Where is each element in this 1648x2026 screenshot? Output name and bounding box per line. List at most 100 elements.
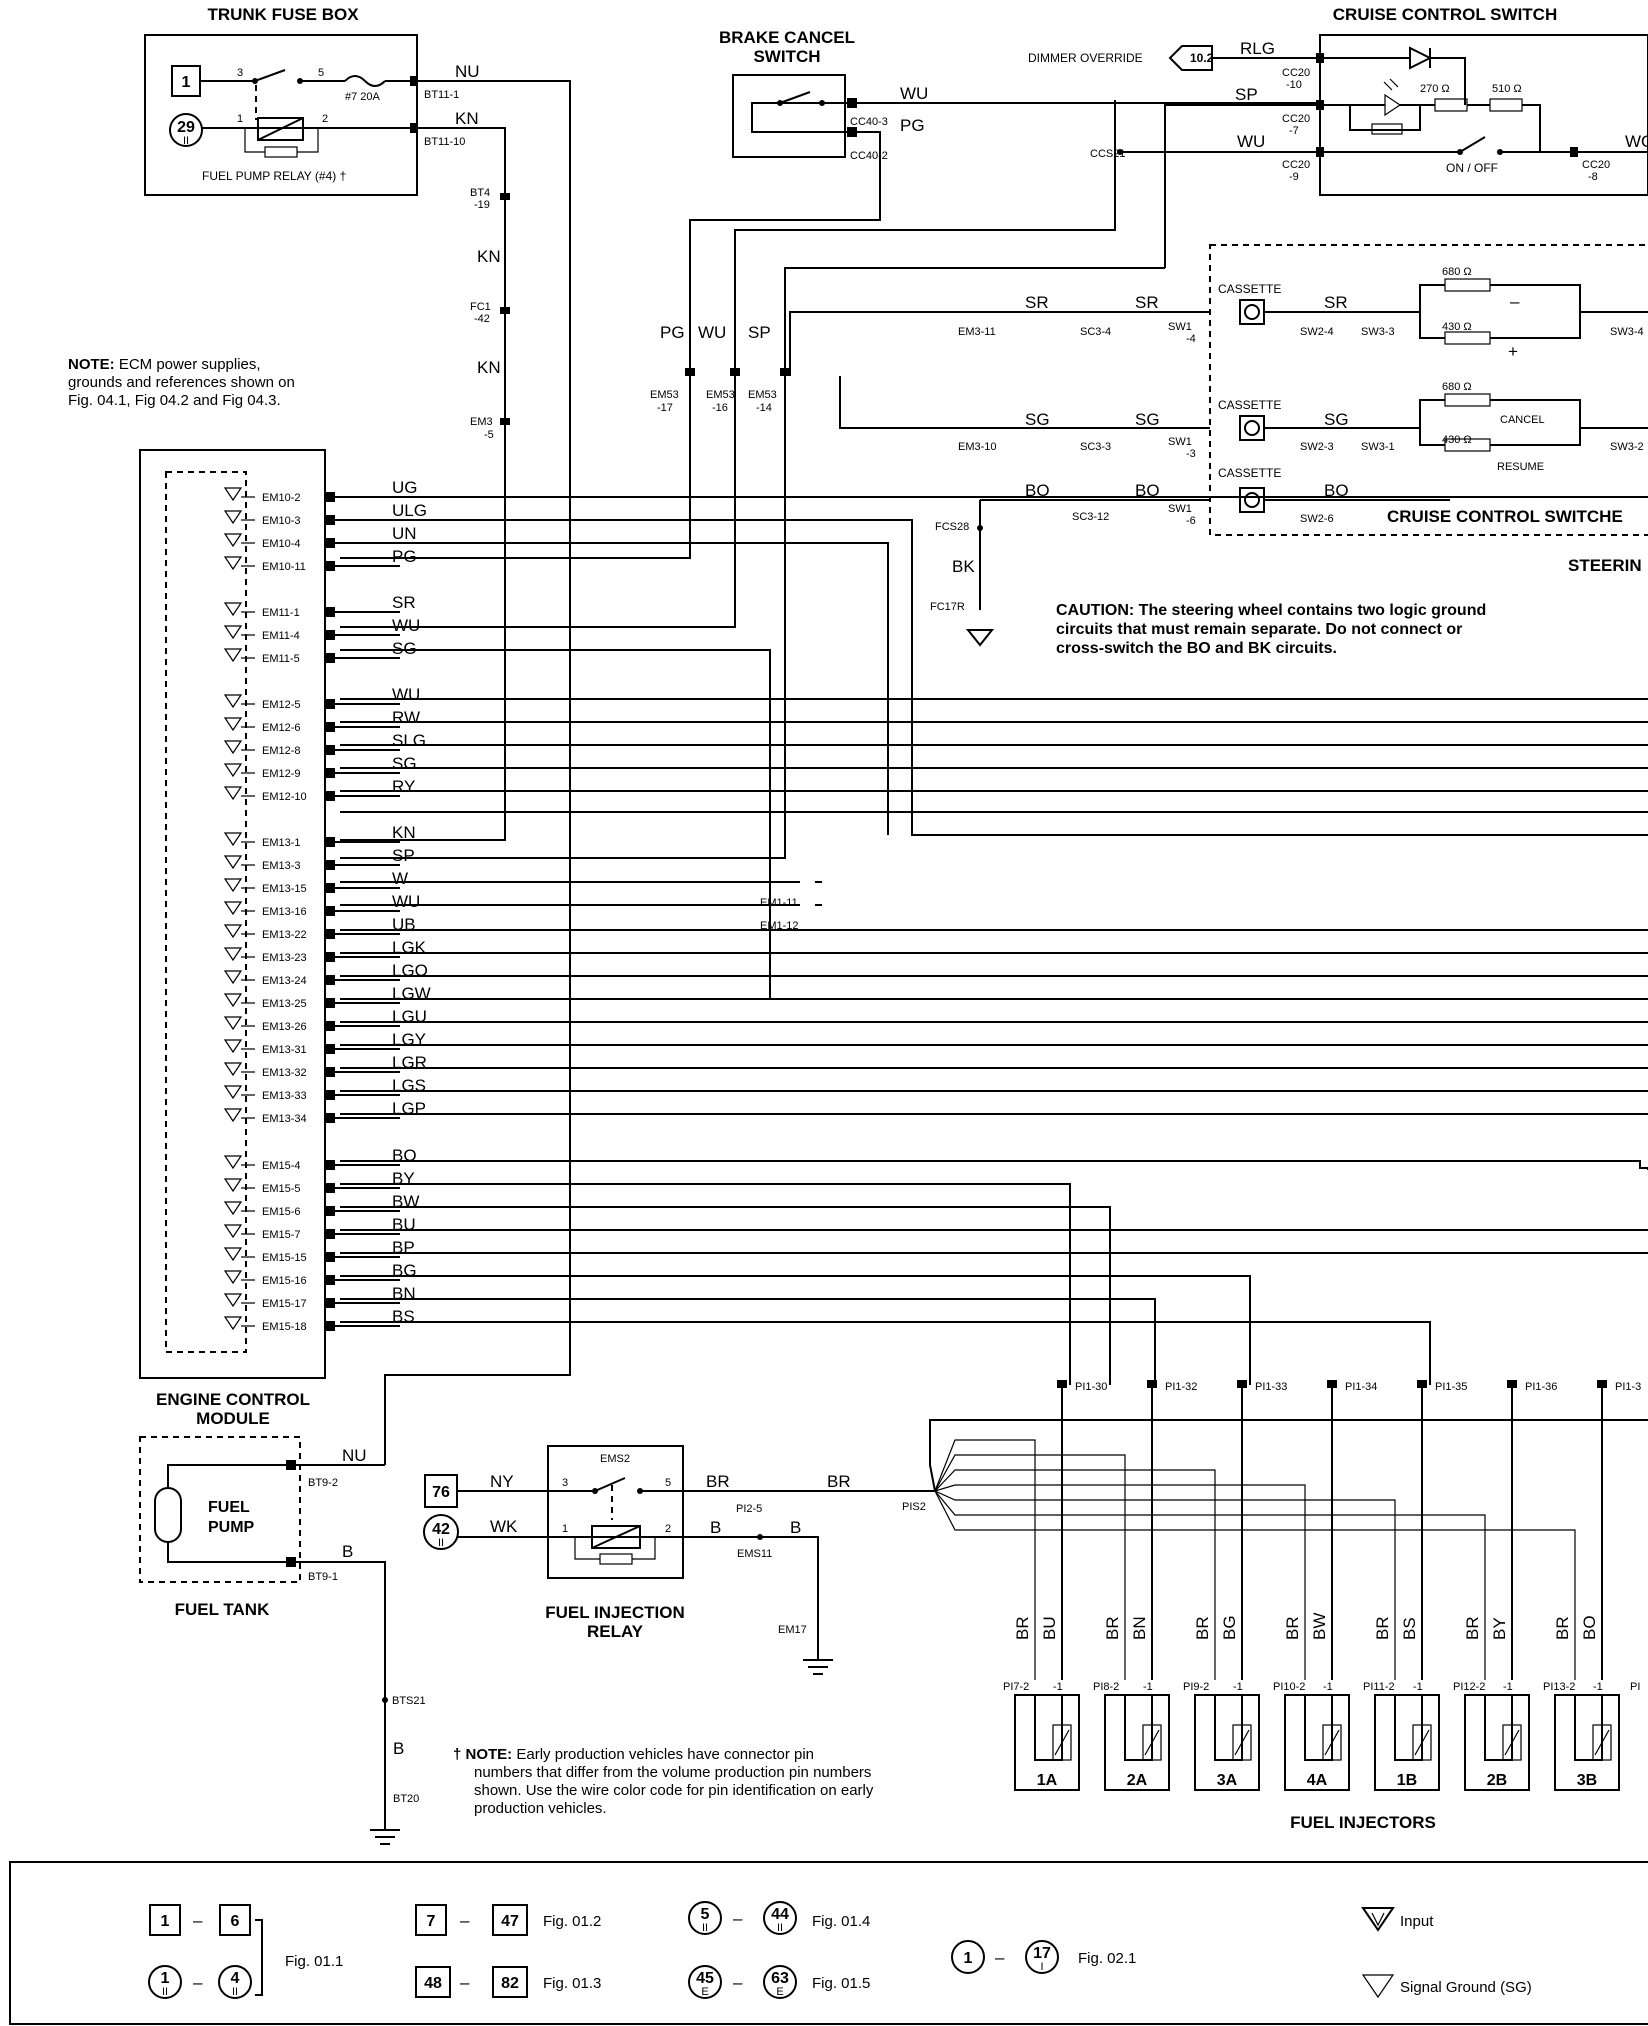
legend-circle-sub: II <box>702 1922 708 1934</box>
ecm-pin-wire: SP <box>392 846 415 865</box>
wire-label: KN <box>477 247 501 266</box>
ecm-pin-connector: EM13-24 <box>262 975 307 987</box>
legend-circle: 5 <box>701 1906 710 1923</box>
cruise-switch-frame <box>1319 34 1648 196</box>
input-symbol-icon <box>223 694 243 709</box>
injector-pin1: -1 <box>1413 1681 1423 1693</box>
legend-circle-sub: II <box>162 1986 168 1998</box>
fuel-pump-label: PUMP <box>208 1519 255 1536</box>
ecm-pin-wire: RW <box>392 708 420 727</box>
fuel-pump-label: FUEL <box>208 1499 250 1516</box>
pin-label: 1 <box>562 1523 568 1535</box>
resistor-label: 680 Ω <box>1442 266 1472 278</box>
injector-name: 2A <box>1127 1772 1148 1789</box>
ecm-pin-wire: RY <box>392 777 415 796</box>
dimmer-override-label: DIMMER OVERRIDE <box>1028 51 1143 65</box>
legend-fig: Fig. 01.4 <box>812 1913 870 1930</box>
input-symbol-icon <box>223 993 243 1008</box>
ecm-pin-wire: PG <box>392 547 417 566</box>
ecm-pin-wire: WU <box>392 616 420 635</box>
ecm-pin: EM15-7BU <box>223 1215 416 1241</box>
wire-label: NU <box>342 1446 367 1465</box>
ecm-pin-wire: LGP <box>392 1099 426 1118</box>
ecm-pin-connector: EM11-4 <box>262 630 300 642</box>
fuse-ref-box-label: 1 <box>182 74 191 91</box>
wire-label: SP <box>1235 85 1258 104</box>
caution-bold: CAUTION: <box>1056 602 1134 619</box>
ecm-pin-wire: SG <box>392 754 417 773</box>
splice-label: EMS11 <box>737 1548 772 1560</box>
ecm-pin-connector: EM13-26 <box>262 1021 307 1033</box>
input-symbol-icon <box>223 1293 243 1308</box>
injector-body <box>1194 1694 1260 1791</box>
connector-label: BT4 <box>470 187 490 199</box>
legend-circle-sub: I <box>1040 1961 1043 1973</box>
input-symbol-icon <box>223 1178 243 1193</box>
ecm-pin-connector: EM15-7 <box>262 1229 301 1241</box>
legend-fig: Fig. 01.3 <box>543 1975 601 1992</box>
resistor-label: 510 Ω <box>1492 83 1522 95</box>
injector-body <box>1014 1694 1080 1791</box>
legend-fig: Fig. 01.5 <box>812 1975 870 1992</box>
connector-label: EM53 <box>650 389 679 401</box>
input-symbol-icon <box>223 970 243 985</box>
input-symbol-icon <box>223 487 243 502</box>
connector-label: -19 <box>474 199 490 211</box>
ecm-pin-connector: EM13-15 <box>262 883 307 895</box>
input-symbol-icon <box>223 1155 243 1170</box>
ecm-pin-wire: SG <box>392 639 417 658</box>
legend-circle: 1 <box>964 1950 973 1967</box>
connector-label: SW1 <box>1168 436 1192 448</box>
ecm-pin-wire: BP <box>392 1238 415 1257</box>
ecm-pin-wire: LGW <box>392 984 431 1003</box>
wire-label: WK <box>490 1517 518 1536</box>
ecm-pin: EM13-1KN <box>223 823 416 849</box>
trunk-fuse-box-title: TRUNK FUSE BOX <box>207 5 359 24</box>
splice-label: FCS28 <box>935 521 969 533</box>
input-symbol-icon <box>223 556 243 571</box>
ecm-pin: EM11-4 WU <box>223 616 420 642</box>
legend-fig: Fig. 01.1 <box>285 1953 343 1970</box>
note-line: ECM power supplies, <box>115 356 261 373</box>
connector-label: CC40-2 <box>850 150 888 162</box>
connector-label: -9 <box>1289 171 1299 183</box>
ecm-pin-wire: LGY <box>392 1030 426 1049</box>
legend-dash: – <box>460 1973 470 1992</box>
connector-label: EM1-12 <box>760 920 799 932</box>
input-symbol-icon <box>223 1270 243 1285</box>
injector-pin1: -1 <box>1053 1681 1063 1693</box>
wire-label: BR <box>706 1472 730 1491</box>
ecm-pin-wire: LGU <box>392 1007 427 1026</box>
ground-label: EM17 <box>778 1624 807 1636</box>
connector-label: EM3 <box>470 416 493 428</box>
on-off-label: ON / OFF <box>1446 161 1498 175</box>
injector-sig-wire: BO <box>1580 1615 1599 1640</box>
connector-label: -8 <box>1588 171 1598 183</box>
ecm-pin: EM11-5SG <box>223 639 417 665</box>
input-symbol-icon <box>223 510 243 525</box>
pin-label: 2 <box>665 1523 671 1535</box>
injector-pin1: -1 <box>1503 1681 1513 1693</box>
connector-label: SC3-3 <box>1080 441 1111 453</box>
input-symbol-icon <box>223 855 243 870</box>
fuel-injectors-title: FUEL INJECTORS <box>1290 1813 1436 1832</box>
ecm-pin-connector: EM13-31 <box>262 1044 307 1056</box>
ecm-pin-connector: EM13-32 <box>262 1067 307 1079</box>
caution-note: CAUTION: The steering wheel contains two… <box>1056 602 1486 657</box>
fuel-tank-title: FUEL TANK <box>175 1600 270 1619</box>
fuse-ref-circle-label: 29 <box>177 119 195 136</box>
input-symbol-icon <box>223 878 243 893</box>
ecm-pin-wire: UG <box>392 478 418 497</box>
legend-dash: – <box>460 1911 470 1930</box>
input-symbol-icon <box>223 901 243 916</box>
connector-label: SW3-2 <box>1610 441 1644 453</box>
ecm-pin-connector: EM15-18 <box>262 1321 307 1333</box>
input-symbol-icon <box>223 786 243 801</box>
connector-label: -10 <box>1286 79 1302 91</box>
injector-pi-label: PI1-33 <box>1255 1381 1287 1393</box>
ecm-pin-wire: WU <box>392 685 420 704</box>
